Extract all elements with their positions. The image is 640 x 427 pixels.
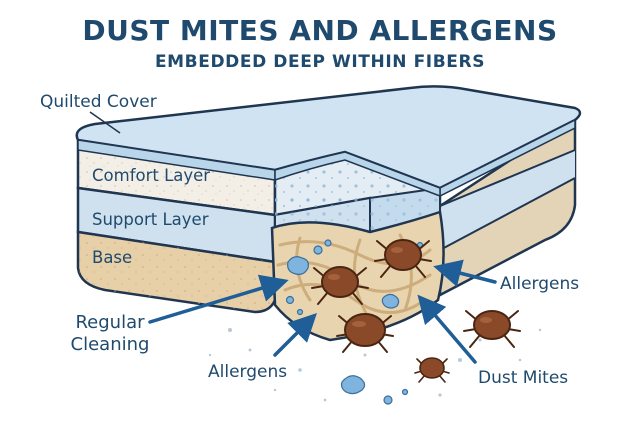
allergen-particles: [285, 239, 424, 405]
regular-cleaning-label: Regular Cleaning: [62, 312, 158, 356]
dust-mite: [414, 357, 450, 383]
regular-cleaning-line1: Regular: [75, 312, 145, 333]
dust-mites-label: Dust Mites: [478, 368, 569, 388]
regular-cleaning-line2: Cleaning: [70, 334, 150, 355]
allergens-right-label: Allergens: [500, 274, 580, 294]
dust-mite: [374, 239, 432, 278]
page-subtitle: EMBEDDED DEEP WITHIN FIBERS: [154, 52, 486, 72]
quilted-cover-leader: [89, 111, 121, 134]
dust-mite: [311, 266, 369, 305]
dust-mites-arrow: [417, 294, 477, 364]
dust-specks: [208, 328, 542, 402]
page-title: DUST MITES AND ALLERGENS: [82, 14, 558, 47]
allergens-bottom-label: Allergens: [208, 362, 288, 382]
allergens-right-arrow: [433, 259, 497, 287]
allergens-bottom-arrow: [273, 313, 317, 357]
dust-mite: [463, 310, 521, 348]
quilted-cover-label: Quilted Cover: [40, 92, 157, 112]
right-side-support-band: [440, 150, 575, 250]
support-layer-label: Support Layer: [92, 210, 209, 229]
base-label: Base: [92, 248, 133, 267]
dust-mite: [336, 313, 394, 353]
cleaning-arrow: [148, 274, 289, 324]
callout-arrows: [148, 259, 497, 364]
comfort-layer-label: Comfort Layer: [92, 166, 211, 185]
